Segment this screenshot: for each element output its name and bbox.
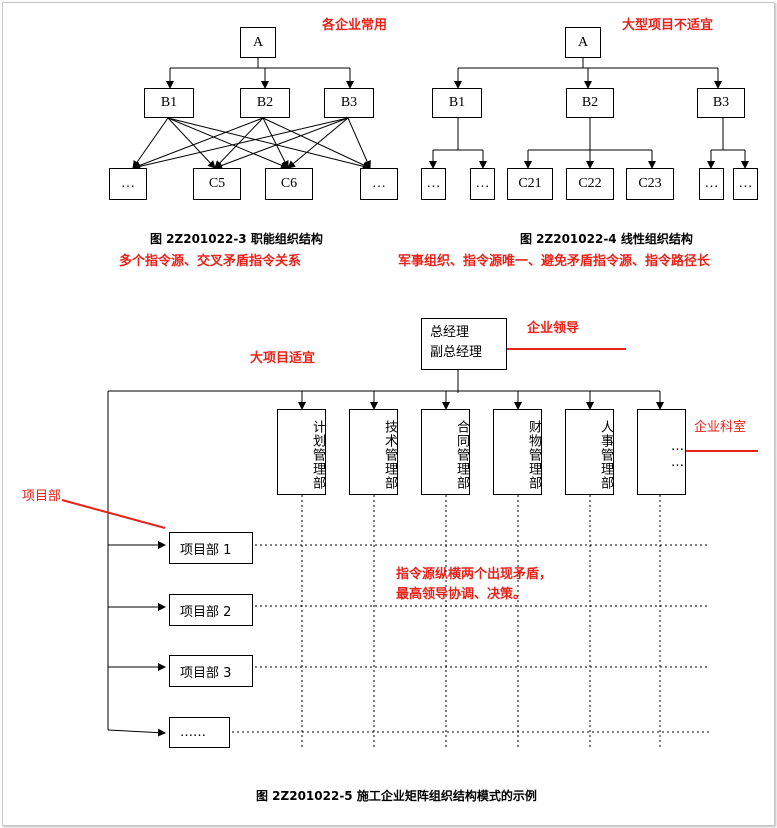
dept-planning: 计划管理部 [277, 409, 326, 495]
dept-hr: 人事管理部 [565, 409, 614, 495]
functional-node-b2: B2 [240, 88, 290, 118]
leader-line-gm: 总经理 [430, 325, 470, 340]
functional-caption: 图 2Z201022-3 职能组织结构 [150, 232, 323, 246]
dept-finance: 财物管理部 [493, 409, 542, 495]
linear-node-b1: B1 [432, 88, 482, 118]
linear-node-c21: C21 [507, 168, 553, 200]
big-project-note: 大项目适宜 [250, 351, 316, 366]
functional-note: 各企业常用 [322, 18, 388, 33]
conflict-note-1: 指令源纵横两个出现矛盾， [396, 567, 553, 582]
linear-node-ellipsis-4: … [733, 168, 758, 200]
linear-node-ellipsis-2: … [470, 168, 495, 200]
project-3: 项目部 3 [169, 655, 253, 687]
linear-node-ellipsis-3: … [699, 168, 724, 200]
project-more: …… [169, 717, 230, 748]
leader-box: 总经理 副总经理 [421, 318, 507, 370]
linear-remark: 军事组织、指令源唯一、避免矛盾指令源、指令路径长 [398, 254, 711, 269]
functional-node-c5: C5 [193, 168, 241, 200]
functional-node-b1: B1 [144, 88, 194, 118]
leader-line-deputy: 副总经理 [430, 345, 483, 360]
functional-remark: 多个指令源、交叉矛盾指令关系 [119, 254, 302, 269]
matrix-caption: 图 2Z201022-5 施工企业矩阵组织结构模式的示例 [256, 789, 537, 803]
functional-node-c-ellipsis-left: … [109, 168, 147, 200]
project-note: 项目部 [22, 489, 62, 504]
project-2: 项目部 2 [169, 594, 253, 626]
dept-note: 企业科室 [694, 420, 747, 435]
linear-node-c22: C22 [566, 168, 614, 200]
functional-node-c6: C6 [265, 168, 313, 200]
functional-node-a: A [240, 27, 276, 58]
dept-technical: 技术管理部 [349, 409, 398, 495]
project-1: 项目部 1 [169, 532, 253, 564]
linear-node-a: A [565, 27, 601, 58]
conflict-note-2: 最高领导协调、决策。 [396, 587, 527, 602]
dept-contract: 合同管理部 [421, 409, 470, 495]
linear-node-b2: B2 [566, 88, 614, 118]
linear-node-ellipsis-1: … [421, 168, 446, 200]
functional-node-b3: B3 [324, 88, 374, 118]
functional-node-c-ellipsis-right: … [360, 168, 398, 200]
linear-caption: 图 2Z201022-4 线性组织结构 [520, 232, 693, 246]
leader-note: 企业领导 [527, 321, 580, 336]
linear-node-b3: B3 [697, 88, 745, 118]
linear-node-c23: C23 [626, 168, 674, 200]
linear-note: 大型项目不适宜 [622, 18, 714, 33]
dept-more: …… [637, 409, 686, 495]
